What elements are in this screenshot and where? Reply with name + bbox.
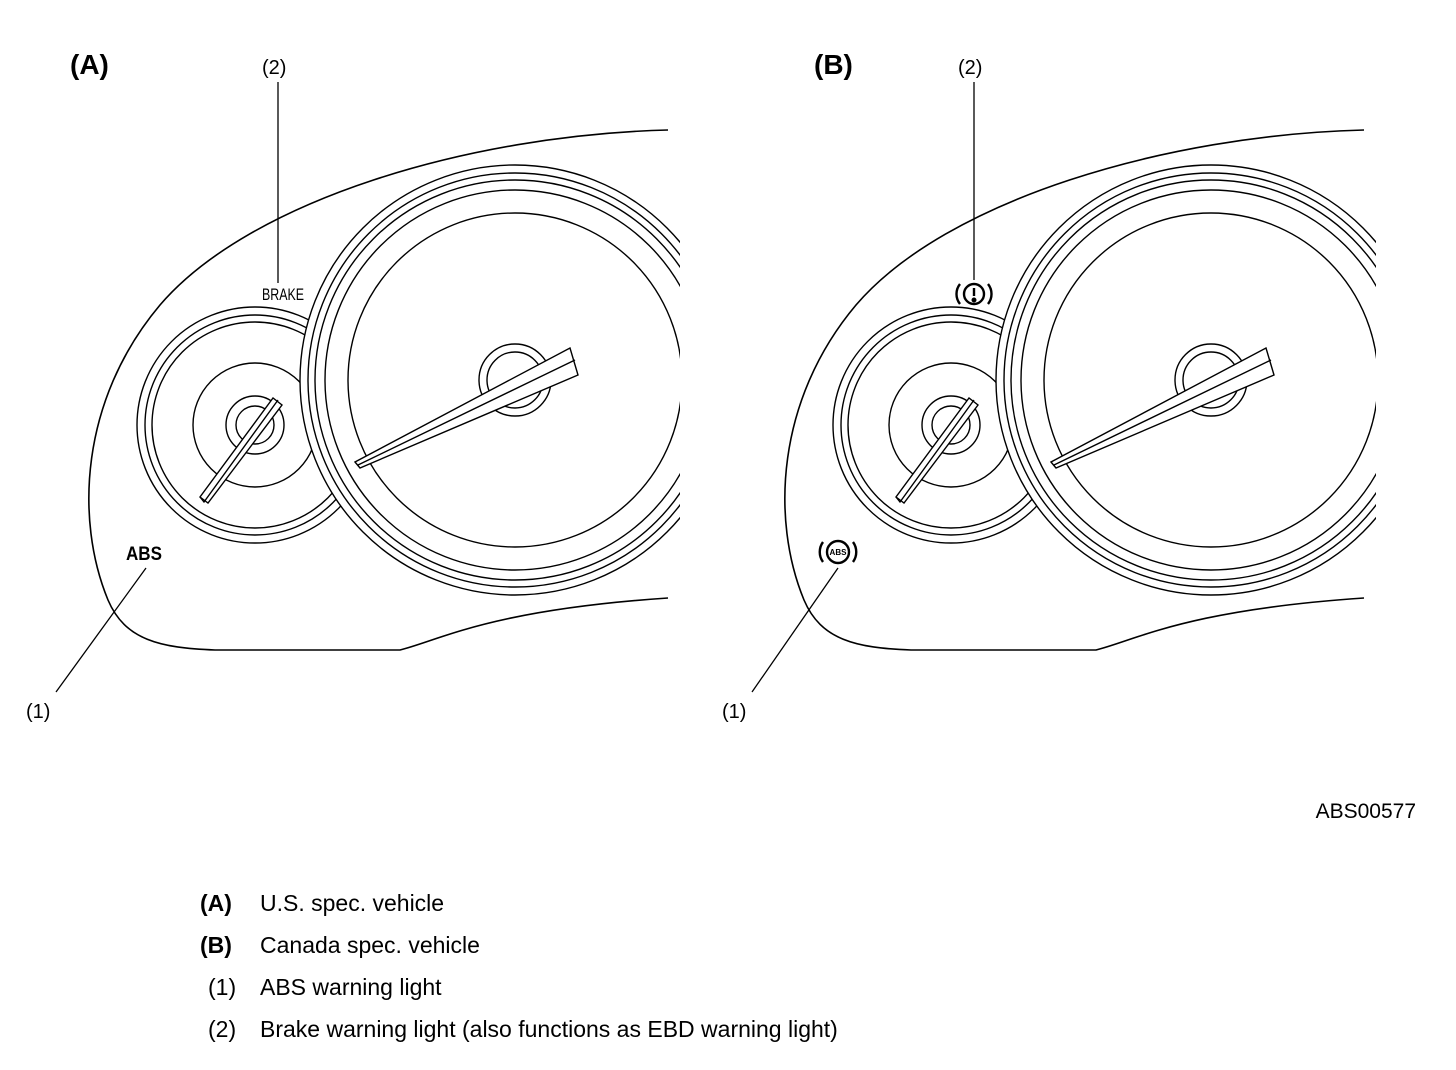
panel-b-callout-2: (2) [958,57,982,79]
abs-icon-text: ABS [830,548,848,557]
panel-b-label: (B) [814,49,853,80]
legend-item: (2) Brake warning light (also functions … [200,1016,838,1058]
legend-text: U.S. spec. vehicle [260,890,445,916]
legend-text: Brake warning light (also functions as E… [260,1016,838,1042]
legend-text: Canada spec. vehicle [260,932,480,958]
panel-b: (B) (2) (1) [722,49,1376,723]
leader-line-1-b [751,567,839,693]
legend-text: ABS warning light [260,974,442,1000]
brake-warning-light-text: BRAKE [262,285,304,304]
brake-exclamation-circle-icon [955,282,993,306]
leader-line-1-a [55,567,147,693]
panel-a-label: (A) [70,49,109,80]
legend: (A) U.S. spec. vehicle (B) Canada spec. … [200,890,838,1058]
legend-item: (1) ABS warning light [200,974,838,1016]
legend-key: (B) [200,932,232,958]
abs-warning-light-text: ABS [126,544,162,565]
panel-a-callout-1: (1) [26,701,50,723]
gauges-b [832,164,1376,596]
cluster-housing [88,129,669,651]
gauges-a [136,164,680,596]
panel-a-callout-2: (2) [262,57,286,79]
instrument-cluster-diagram: (A) (2) (1) [26,49,1376,723]
cluster-housing-b [784,129,1365,651]
panel-a: (A) (2) (1) [26,49,680,723]
figure-code: ABS00577 [1315,800,1416,823]
large-gauge [299,164,680,596]
legend-item: (A) U.S. spec. vehicle [200,890,838,932]
panel-b-callout-1: (1) [722,701,746,723]
legend-key: (1) [208,974,237,1000]
legend-key: (A) [200,890,232,916]
large-gauge-b [995,164,1376,596]
legend-item: (B) Canada spec. vehicle [200,932,838,974]
abs-circle-icon [818,539,858,565]
legend-key: (2) [208,1016,237,1042]
